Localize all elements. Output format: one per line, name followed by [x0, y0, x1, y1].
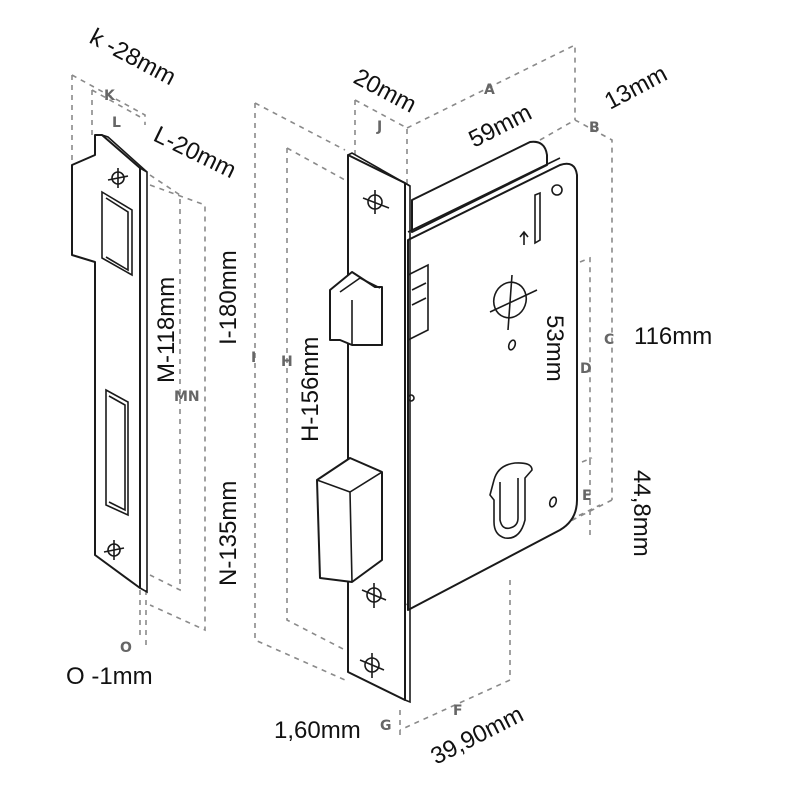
- b-letter: B: [589, 120, 600, 136]
- screw-hole-icon: [362, 190, 390, 214]
- dim-line-b: [539, 119, 613, 500]
- g-letter: G: [380, 718, 392, 734]
- b-dimension-label: 13mm: [600, 60, 672, 115]
- c-letter: C: [604, 332, 614, 348]
- l-letter: L: [112, 115, 121, 131]
- dim-line-f: [399, 580, 511, 735]
- strike-plate: [71, 74, 206, 645]
- faceplate-top-edge: [347, 152, 411, 187]
- dim-line-i: [254, 103, 346, 681]
- case-screw-hole: [551, 184, 563, 196]
- strike-plate-top-edge: [101, 134, 148, 173]
- screw-hole-icon: [103, 540, 125, 560]
- dim-line-o: [139, 590, 147, 645]
- c-dimension-label: 116mm: [634, 323, 712, 350]
- cylinder-hole-icon: [489, 462, 533, 539]
- d-letter: D: [580, 361, 592, 377]
- dim-line-i-top: [254, 102, 346, 151]
- dim-line-l: [91, 89, 143, 135]
- screw-hole-icon: [359, 653, 385, 678]
- case-back: [411, 140, 548, 233]
- case-screw-hole: [548, 496, 558, 508]
- case-front: [407, 162, 578, 611]
- latch-opening: [101, 190, 133, 277]
- dim-line-a: [406, 43, 576, 129]
- g-dimension-label: 1,60mm: [274, 717, 361, 744]
- mn-letters: MN: [174, 389, 200, 405]
- dim-line-e: [569, 460, 601, 540]
- h-letter: H: [281, 354, 293, 370]
- case-slot: [534, 191, 541, 245]
- j-dimension-label: 20mm: [349, 63, 421, 118]
- l-dimension-label: L-20mm: [149, 121, 240, 184]
- spindle-hole-icon: [489, 274, 538, 351]
- j-letter: J: [376, 119, 382, 135]
- o-dimension-label: O -1mm: [66, 663, 153, 690]
- n-dimension-label: N-135mm: [215, 481, 242, 586]
- h-dimension-label: H-156mm: [297, 337, 324, 442]
- e-letter: E: [582, 488, 592, 504]
- m-dimension-label: M-118mm: [153, 277, 180, 383]
- a-letter: A: [484, 82, 495, 98]
- screw-hole-icon: [107, 168, 129, 188]
- e-dimension-label: 44,8mm: [628, 470, 655, 557]
- f-dimension-label: 39,90mm: [426, 701, 527, 770]
- bolt-opening: [105, 388, 129, 517]
- screw-hole-icon: [361, 583, 387, 608]
- dead-bolt: [316, 457, 383, 583]
- latch-bolt-bevel: [339, 277, 381, 345]
- case-top-edge: [407, 157, 561, 233]
- lock-body: [254, 43, 613, 735]
- strike-plate-edge: [139, 167, 148, 594]
- i-dimension-label: I-180mm: [215, 250, 242, 345]
- dim-line-d: [579, 256, 593, 463]
- faceplate: [347, 154, 406, 701]
- dim-line-k: [71, 74, 146, 160]
- faceplate-pin: [407, 394, 415, 402]
- k-letter: K: [104, 88, 116, 104]
- i-letter: I: [251, 350, 256, 366]
- latch-guide: [407, 263, 429, 341]
- o-letter-q: O: [120, 640, 132, 656]
- d-dimension-label: 53mm: [541, 315, 568, 382]
- dead-bolt-edge: [316, 471, 383, 583]
- strike-plate-body: [71, 134, 141, 589]
- dim-line-h: [286, 147, 346, 651]
- arrow-up-icon: [519, 230, 529, 245]
- k-dimension-label: k -28mm: [85, 23, 180, 91]
- dim-line-m: [149, 174, 181, 592]
- f-letter: F: [453, 703, 463, 719]
- dim-line-n: [149, 184, 206, 632]
